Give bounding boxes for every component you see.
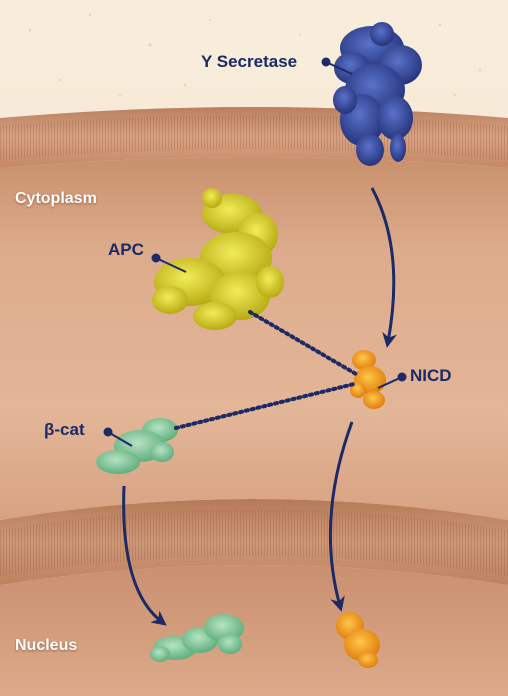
- beta-cat-nicd-interaction-line: [174, 382, 356, 430]
- apc-label: APC: [108, 240, 144, 259]
- y-secretase-label: Y Secretase: [201, 52, 298, 71]
- apc-leader-line: [155, 257, 187, 273]
- beta-cat-leader-dot: [103, 427, 113, 437]
- cytoplasm-label: Cytoplasm: [15, 190, 97, 207]
- apc-leader-dot: [151, 253, 161, 263]
- secretase-leader-dot: [321, 57, 331, 67]
- nicd-label: NICD: [410, 366, 452, 385]
- beta-cat-nuclear-molecule: [150, 614, 244, 662]
- nucleus-label: Nucleus: [15, 637, 78, 654]
- cytoplasm-region: [0, 157, 508, 520]
- beta-cat-label: β-cat: [44, 420, 85, 439]
- nicd-nuclear-molecule: [336, 612, 380, 668]
- beta-cat-molecule: [96, 418, 178, 474]
- beta-cat-leader-line: [107, 431, 133, 447]
- label-leaders: [103, 57, 407, 447]
- secretase-to-nicd-arrow: [370, 187, 398, 348]
- extracellular-specks: [28, 13, 482, 97]
- nucleus-region: [0, 565, 508, 696]
- nicd-leader-dot: [397, 372, 407, 382]
- apc-molecule: [152, 188, 284, 330]
- apc-nicd-interaction-line: [248, 310, 358, 376]
- nicd-nuclear-import-arrow: [328, 421, 354, 612]
- secretase-leader-line: [325, 61, 353, 75]
- y-secretase-molecule: [333, 22, 422, 166]
- beta-cat-nuclear-import-arrow: [122, 485, 167, 626]
